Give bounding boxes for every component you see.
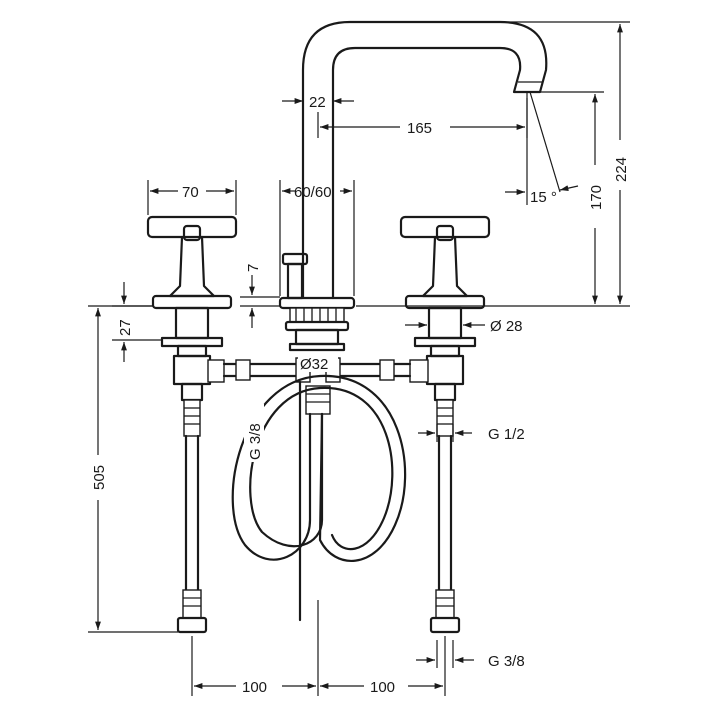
- dim-connection-bottom: G 3/8: [416, 640, 525, 670]
- dim-spout-shank: Ø32: [298, 354, 338, 373]
- dim-spout-angle: 15 °: [505, 91, 579, 206]
- svg-text:170: 170: [588, 185, 605, 210]
- right-handle: [399, 215, 491, 298]
- spout-base: [278, 252, 356, 352]
- dim-spacing-left: 100: [242, 679, 267, 696]
- svg-text:7: 7: [245, 264, 262, 272]
- spout: [301, 20, 548, 300]
- right-valve-body: [404, 294, 486, 437]
- dim-spacing-right: 100: [370, 679, 395, 696]
- dim-outlet-height: 170: [540, 91, 605, 304]
- center-hose-loop: [231, 374, 407, 622]
- dim-total-height: 224: [356, 21, 630, 307]
- right-supply-hose: [429, 434, 461, 634]
- svg-text:22: 22: [309, 94, 326, 111]
- svg-text:505: 505: [91, 465, 108, 490]
- dim-spout-base: 60/60: [279, 180, 355, 296]
- svg-text:Ø 28: Ø 28: [490, 318, 523, 335]
- dim-spout-reach: 165: [317, 98, 528, 138]
- svg-text:60/60: 60/60: [294, 184, 332, 201]
- svg-text:G 1/2: G 1/2: [488, 426, 525, 443]
- dim-connection-right: G 1/2: [418, 424, 525, 443]
- dim-hose-thread-center: G 3/8: [244, 404, 264, 462]
- svg-text:165: 165: [407, 120, 432, 137]
- svg-text:27: 27: [117, 319, 134, 336]
- dim-spout-tube: 22: [282, 94, 354, 111]
- left-valve-body: [151, 294, 233, 437]
- dim-installation-depth: 505: [88, 305, 178, 633]
- svg-text:70: 70: [182, 184, 199, 201]
- left-handle: [146, 215, 238, 298]
- svg-text:G 3/8: G 3/8: [247, 423, 264, 460]
- dim-valve-height: 27: [112, 282, 162, 362]
- svg-text:224: 224: [613, 157, 630, 182]
- svg-text:G 3/8: G 3/8: [488, 653, 525, 670]
- svg-text:Ø32: Ø32: [300, 356, 328, 373]
- dim-valve-diameter: Ø 28: [405, 316, 523, 335]
- dim-spacing: 100 100: [191, 600, 446, 696]
- left-supply-hose: [176, 434, 208, 634]
- svg-text:15 °: 15 °: [530, 189, 557, 206]
- dim-lever-height: 7: [240, 264, 280, 328]
- dim-handle-width: 70: [147, 180, 237, 215]
